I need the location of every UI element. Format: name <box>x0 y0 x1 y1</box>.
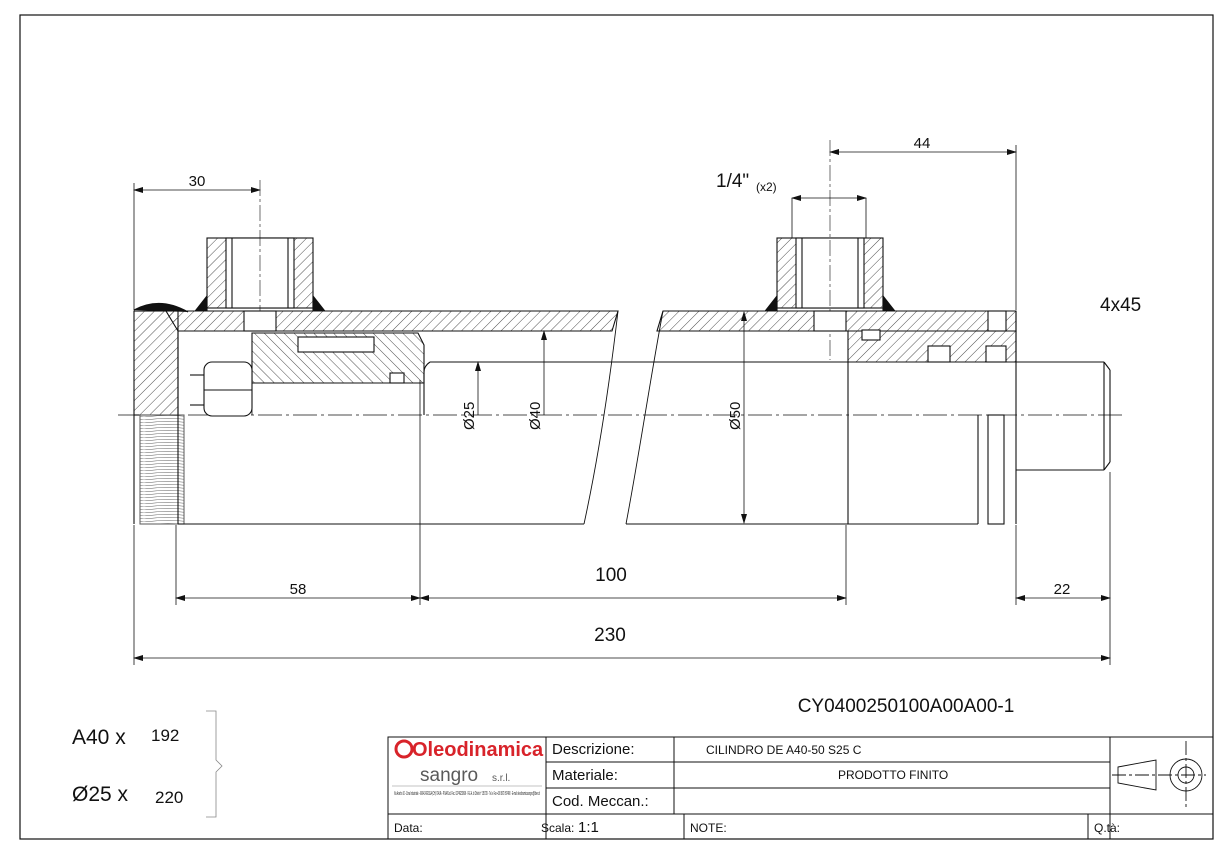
logo-info: Via Acerbo 10 - Zona Industriale - 66041… <box>394 791 540 797</box>
cut-item-value: 220 <box>155 788 183 807</box>
port-count-label: (x2) <box>756 180 777 194</box>
note-label: NOTE: <box>690 821 727 835</box>
scala-label: Scala: <box>541 821 574 835</box>
dimension-lines <box>133 145 1111 665</box>
dim-30: 30 <box>189 173 206 190</box>
end-cap-left-thread <box>139 414 185 525</box>
title-block-texts: Descrizione: CILINDRO DE A40-50 S25 C Ma… <box>394 741 1120 836</box>
port-fitting-right <box>764 140 896 360</box>
descrizione-label: Descrizione: <box>552 741 635 758</box>
dim-44: 44 <box>914 135 931 152</box>
dim-dia50: Ø50 <box>727 402 744 430</box>
cut-item-value: 192 <box>151 726 179 745</box>
qta-label: Q.tà: <box>1094 821 1120 835</box>
dim-230: 230 <box>594 625 626 646</box>
descrizione-value: CILINDRO DE A40-50 S25 C <box>706 743 862 757</box>
end-cap-left <box>133 310 179 416</box>
materiale-value: PRODOTTO FINITO <box>838 768 948 782</box>
cut-item-label: A40 x <box>72 726 126 749</box>
drawing-code: CY0400250100A00A00-1 <box>798 696 1015 717</box>
data-label: Data: <box>394 821 423 835</box>
dim-dia40: Ø40 <box>527 402 544 430</box>
scala-value: 1:1 <box>578 819 599 836</box>
chamfer-note: 4x45 <box>1100 295 1141 316</box>
port-thread-label: 1/4" <box>716 171 749 192</box>
title-block <box>387 736 1214 840</box>
dimension-texts: 30 44 58 100 22 230 Ø25 Ø40 Ø50 1/4" (x2… <box>189 135 1142 717</box>
materiale-label: Materiale: <box>552 767 618 784</box>
barrel-wall-left <box>165 310 619 332</box>
dim-100: 100 <box>595 565 627 586</box>
cod-label: Cod. Meccan.: <box>552 793 649 810</box>
logo-suffix: s.r.l. <box>492 773 510 784</box>
cut-list-brace <box>206 710 223 818</box>
port-fitting-left <box>194 180 326 332</box>
projection-symbol-icon <box>1112 741 1206 810</box>
piston-nut <box>190 361 253 417</box>
piston <box>251 332 425 384</box>
cut-list: A40 x 192 Ø25 x 220 <box>72 710 223 818</box>
cylinder-section <box>118 140 1122 525</box>
cut-item-label: Ø25 x <box>72 783 129 806</box>
logo-sub: sangro <box>420 765 478 786</box>
sheet-border <box>19 14 1214 840</box>
dim-22: 22 <box>1054 581 1071 598</box>
logo-name: Oleodinamica <box>412 739 544 761</box>
logo-o-icon <box>394 739 414 759</box>
company-logo: Oleodinamica sangro s.r.l. Via Acerbo 10… <box>392 739 544 797</box>
dim-58: 58 <box>290 581 307 598</box>
gland-head <box>847 310 1017 525</box>
dim-dia25: Ø25 <box>461 402 478 430</box>
